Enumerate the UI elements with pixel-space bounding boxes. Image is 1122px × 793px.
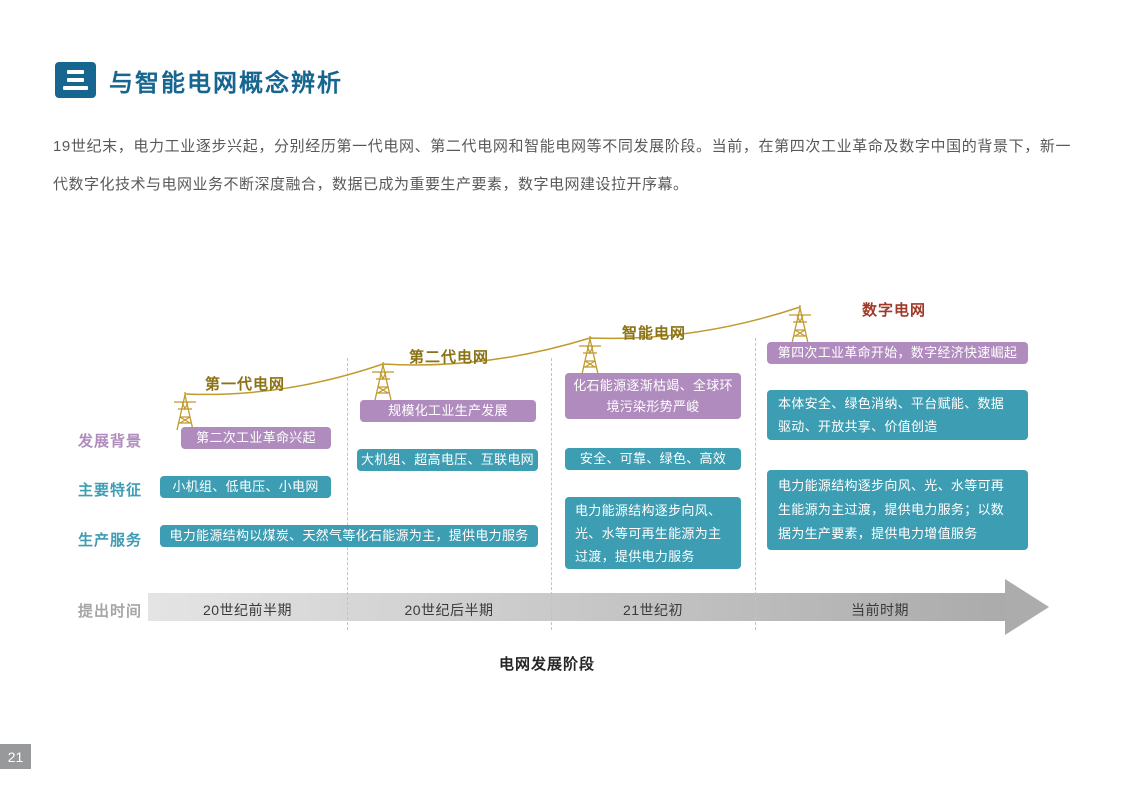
stage-label-gen1: 第一代电网 — [205, 376, 286, 393]
box-smart-features: 安全、可靠、绿色、高效 — [565, 448, 741, 470]
icon-bar — [63, 86, 88, 90]
box-smart-background: 化石能源逐渐枯竭、全球环境污染形势严峻 — [565, 373, 741, 419]
box-gen2-features: 大机组、超高电压、互联电网 — [357, 449, 538, 471]
icon-bar — [67, 70, 84, 74]
stage-label-gen2: 第二代电网 — [409, 349, 490, 366]
power-wire — [184, 306, 801, 396]
transmission-tower-icon — [788, 304, 812, 344]
column-divider — [347, 358, 348, 630]
box-gen12-services: 电力能源结构以煤炭、天然气等化石能源为主，提供电力服务 — [160, 525, 538, 547]
box-gen1-background: 第二次工业革命兴起 — [181, 427, 331, 449]
box-smart-services: 电力能源结构逐步向风、光、水等可再生能源为主过渡，提供电力服务 — [565, 497, 741, 569]
axis-label: 电网发展阶段 — [498, 656, 595, 673]
transmission-tower-icon — [371, 361, 395, 401]
period-label-4: 当前时期 — [851, 602, 909, 618]
box-gen1-features: 小机组、低电压、小电网 — [160, 476, 331, 498]
page-title: 与智能电网概念辨析 — [109, 69, 343, 97]
row-label-time: 提出时间 — [78, 603, 143, 620]
box-digital-background: 第四次工业革命开始，数字经济快速崛起 — [767, 342, 1028, 364]
column-divider — [551, 358, 552, 630]
box-digital-services: 电力能源结构逐步向风、光、水等可再生能源为主过渡，提供电力服务；以数据为生产要素… — [767, 470, 1028, 550]
timeline-arrow-body — [148, 593, 1006, 621]
box-gen2-background: 规模化工业生产发展 — [360, 400, 536, 422]
icon-bar — [67, 78, 84, 82]
row-label-background: 发展背景 — [78, 433, 143, 450]
intro-paragraph: 19世纪末，电力工业逐步兴起，分别经历第一代电网、第二代电网和智能电网等不同发展… — [53, 138, 1071, 193]
transmission-tower-icon — [173, 391, 197, 431]
row-label-services: 生产服务 — [78, 532, 143, 549]
transmission-tower-icon — [578, 335, 602, 375]
stage-label-digital: 数字电网 — [862, 302, 927, 319]
period-label-1: 20世纪前半期 — [202, 602, 293, 618]
column-divider — [755, 338, 756, 630]
page-number: 21 — [0, 744, 31, 769]
period-label-3: 21世纪初 — [622, 602, 684, 618]
stage-label-smart: 智能电网 — [622, 325, 687, 342]
box-digital-features: 本体安全、绿色消纳、平台赋能、数据驱动、开放共享、价值创造 — [767, 390, 1028, 440]
three-lines-icon — [55, 62, 96, 98]
row-label-features: 主要特征 — [78, 482, 143, 499]
period-label-2: 20世纪后半期 — [404, 602, 494, 618]
section-header: 与智能电网概念辨析 — [55, 62, 343, 98]
timeline-arrow-head — [1005, 579, 1049, 635]
